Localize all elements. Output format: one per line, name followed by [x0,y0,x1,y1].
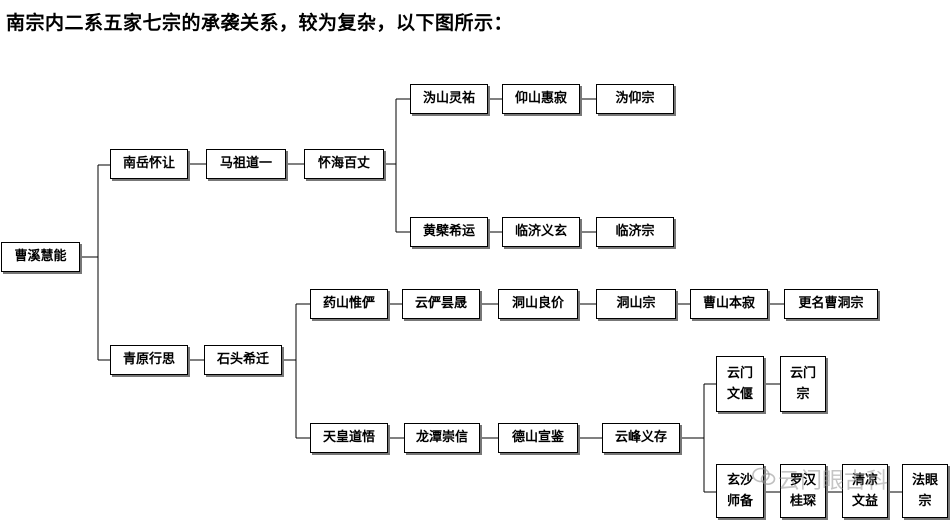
node-yangshan-huiji: 仰山惠寂 [502,84,580,114]
node-deshan-xuanjian: 德山宣鉴 [498,423,578,453]
node-xuansha-shibei: 玄沙师备 [716,464,764,518]
node-fayan-school: 法眼宗 [902,464,948,518]
wechat-icon [752,467,776,485]
node-dongshan-school: 洞山宗 [596,289,676,319]
node-fayan-wenyi: 清凉文益 [842,464,888,518]
node-baizhang-huaihai: 怀海百丈 [304,149,384,179]
node-yunyan-tansheng: 云俨昙晟 [402,289,480,319]
node-xuefeng-yicun: 云峰义存 [602,423,680,453]
node-dongshan-liangjie: 洞山良价 [498,289,578,319]
node-nanyue-huairang: 南岳怀让 [110,149,188,179]
node-yunmen-wenyan: 云门文偃 [716,356,764,412]
node-yaoshan-weiyan: 药山惟俨 [310,289,388,319]
node-qingyuan-xingsi: 青原行思 [110,345,188,375]
watermark-text: 云门眼古科 [778,469,889,494]
node-caoshan-benji: 曹山本寂 [690,289,768,319]
node-linji-yixuan: 临济义玄 [502,217,580,247]
node-huangbo-xiyun: 黄檗希运 [410,217,488,247]
diagram-caption: 南宗内二系五家七宗的承袭关系，较为复杂，以下图所示： [6,12,514,34]
node-guishan-lingyou: 沩山灵祐 [410,84,488,114]
node-longtan-chongxin: 龙潭崇信 [404,423,480,453]
node-caoxi-huineng: 曹溪慧能 [1,242,80,272]
node-luohan-guichen: 罗汉桂琛 [780,464,826,518]
node-guiyang-school: 沩仰宗 [596,84,674,114]
node-tianhuang-daowu: 天皇道悟 [310,423,388,453]
node-caodong-school: 更名曹洞宗 [784,289,878,319]
node-yunmen-school: 云门宗 [780,356,826,412]
node-shitou-xiqian: 石头希迁 [204,345,282,375]
node-mazu-daoyi: 马祖道一 [206,149,286,179]
node-linji-school: 临济宗 [596,217,674,247]
